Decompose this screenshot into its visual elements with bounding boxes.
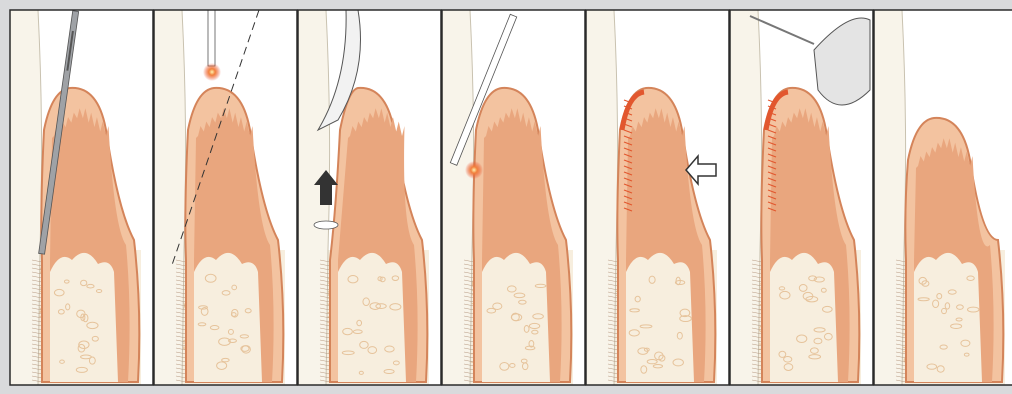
panel-7 (874, 10, 1012, 385)
bone-crest (770, 253, 838, 382)
panel-5 (586, 10, 729, 385)
panel-4 (442, 10, 585, 385)
bone-crest (194, 253, 262, 382)
bone-crest (914, 253, 982, 382)
laser-tip-glow (465, 161, 483, 179)
panel-2 (154, 10, 297, 385)
panel-3 (298, 10, 441, 385)
panel-6 (730, 10, 873, 385)
bone-crest (482, 253, 550, 382)
panel-1 (10, 10, 153, 385)
laser-tip-glow (203, 63, 221, 81)
bone-crest (338, 253, 406, 382)
excised-tissue (314, 221, 338, 229)
panels (10, 10, 1012, 385)
laser-fiber-icon (208, 10, 215, 66)
